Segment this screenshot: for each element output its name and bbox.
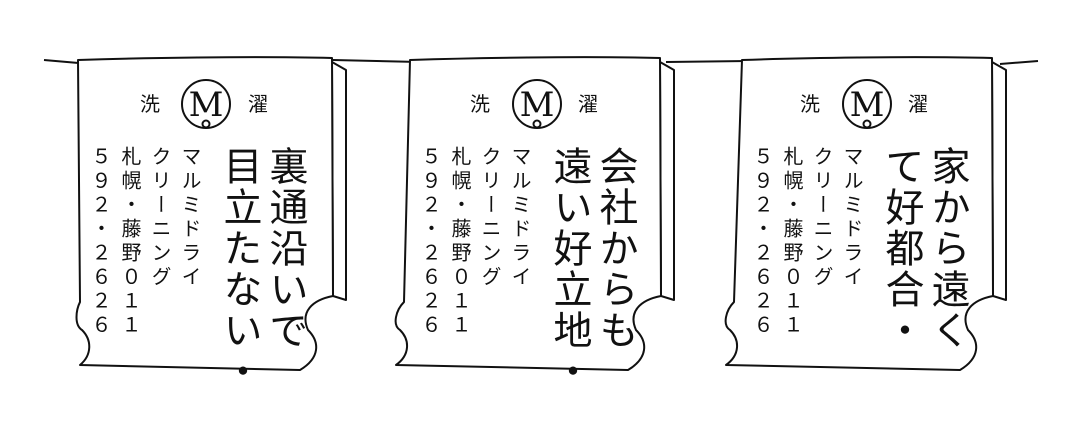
info-col-3: 札幌・藤野０１１ bbox=[448, 146, 472, 338]
svg-text:M: M bbox=[520, 85, 555, 125]
m-monogram-logo: M bbox=[512, 79, 562, 129]
info-col-2: クリーニング bbox=[148, 146, 172, 290]
info-col-3: 札幌・藤野０１１ bbox=[118, 146, 142, 338]
svg-text:M: M bbox=[850, 85, 885, 125]
headline-col-2: 目立たない・ bbox=[217, 146, 262, 392]
info-col-1: マルミドライ bbox=[508, 146, 532, 290]
info-col-3: 札幌・藤野０１１ bbox=[780, 146, 804, 338]
banner-1-cloth bbox=[75, 56, 347, 371]
header-right-char: 濯 bbox=[908, 92, 928, 116]
clothesline bbox=[43, 59, 1039, 65]
headline-col-1: 裏通沿いで bbox=[263, 146, 308, 351]
header-right-char: 濯 bbox=[248, 92, 268, 116]
m-monogram-logo: M bbox=[181, 79, 231, 129]
banner-2-cloth bbox=[394, 56, 675, 371]
info-col-4: ５９２・２６２６ bbox=[418, 146, 442, 338]
svg-text:M: M bbox=[189, 85, 224, 125]
info-col-1: マルミドライ bbox=[840, 146, 864, 290]
headline-col-1: 家から遠く bbox=[925, 146, 970, 351]
info-col-2: クリーニング bbox=[810, 146, 834, 290]
header-right-char: 濯 bbox=[578, 92, 598, 116]
headline-col-2: 遠い好立地・ bbox=[547, 146, 592, 392]
info-col-2: クリーニング bbox=[478, 146, 502, 290]
header-left-char: 洗 bbox=[800, 92, 820, 116]
header-left-char: 洗 bbox=[470, 92, 490, 116]
m-monogram-logo: M bbox=[842, 79, 892, 129]
info-col-1: マルミドライ bbox=[178, 146, 202, 290]
info-col-4: ５９２・２６２６ bbox=[750, 146, 774, 338]
headline-col-2: て好都合・ bbox=[879, 146, 924, 351]
banner-3-cloth bbox=[724, 56, 1007, 371]
info-col-4: ５９２・２６２６ bbox=[88, 146, 112, 338]
header-left-char: 洗 bbox=[140, 92, 160, 116]
headline-col-1: 会社からも bbox=[593, 146, 638, 351]
